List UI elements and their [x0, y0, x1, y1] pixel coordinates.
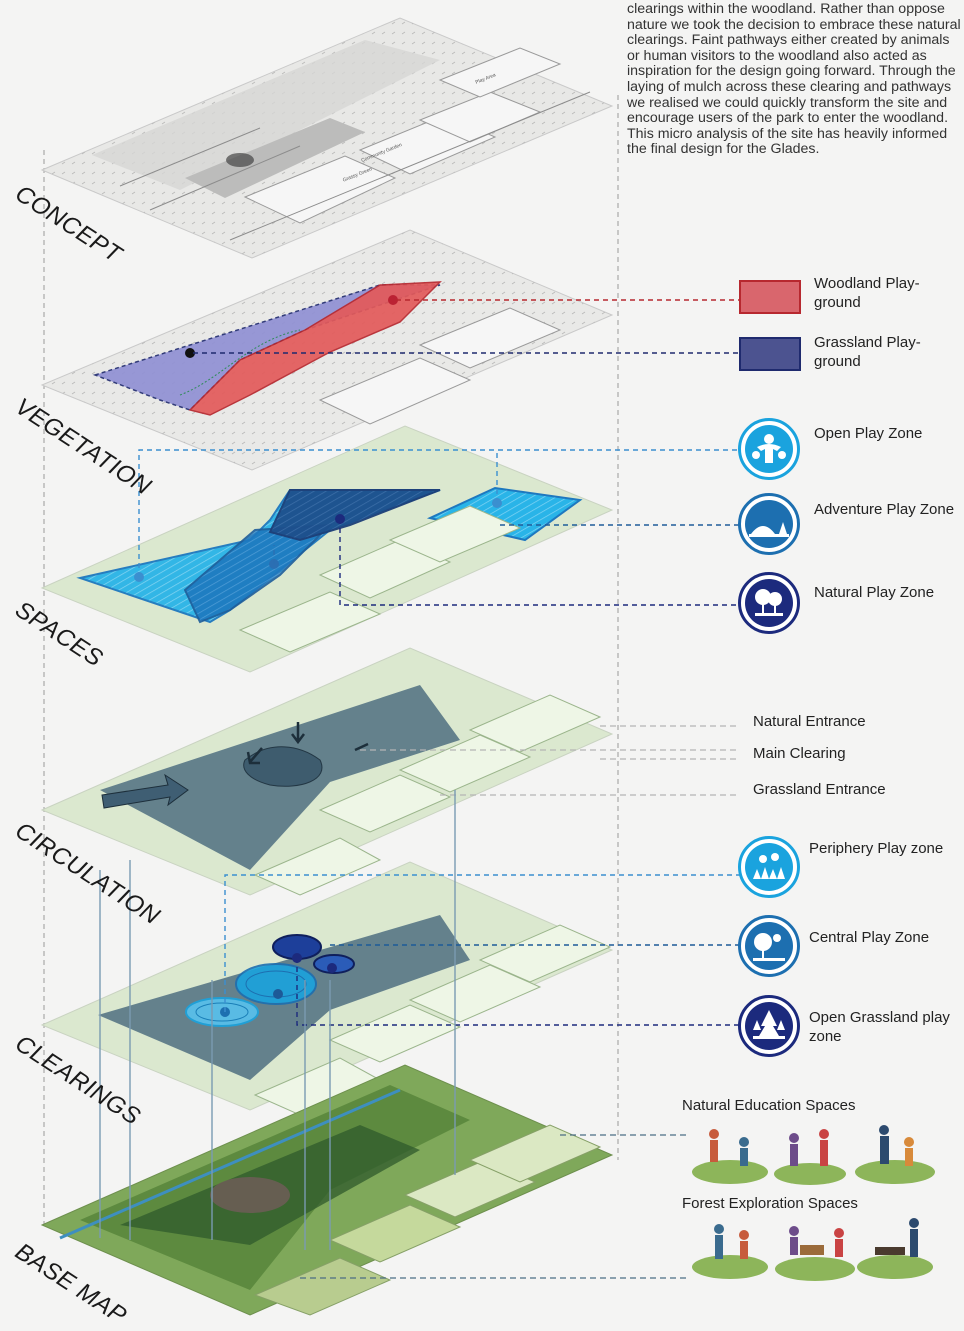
legend-adventure-play-label: Adventure Play Zone [814, 501, 955, 518]
spaces-plate [40, 425, 740, 673]
natural-education-illustration [692, 1125, 935, 1185]
legend-central-play-label: Central Play Zone [809, 929, 930, 946]
children-play-icon [738, 418, 800, 480]
legend-natural-education-label: Natural Education Spaces [682, 1097, 856, 1114]
vegetation-plate [40, 229, 740, 471]
legend-natural-entrance-label: Natural Entrance [753, 713, 866, 730]
trees-bench-icon [738, 572, 800, 634]
legend-open-play-label: Open Play Zone [814, 425, 923, 442]
description-text: clearings within the woodland. Rather th… [627, 1, 961, 158]
legend-open-grassland-label: Open Grassland play zone [809, 1009, 950, 1045]
tree-sun-icon [738, 915, 800, 977]
legend-grassland-label: Grassland Play- ground [814, 334, 921, 370]
connector-lines [99, 790, 456, 1250]
woodland-swatch [739, 280, 801, 314]
forest-exploration-illustration [692, 1218, 933, 1281]
concept-plate [40, 17, 614, 259]
circulation-plate [40, 647, 740, 896]
legend-natural-play-label: Natural Play Zone [814, 584, 935, 601]
clearings-plate [40, 861, 740, 1116]
legend-woodland-label: Woodland Play- ground [814, 275, 920, 311]
plants-grass-icon [738, 836, 800, 898]
grassland-swatch [739, 337, 801, 371]
base-map-plate [40, 1064, 690, 1316]
legend-periphery-play-label: Periphery Play zone [809, 840, 944, 857]
conifer-trees-icon [738, 995, 800, 1057]
hill-trees-icon [738, 493, 800, 555]
legend-grassland-entrance-label: Grassland Entrance [753, 781, 886, 798]
legend-main-clearing-label: Main Clearing [753, 745, 846, 762]
guide-lines [43, 95, 619, 1225]
legend-forest-exploration-label: Forest Exploration Spaces [682, 1195, 858, 1212]
